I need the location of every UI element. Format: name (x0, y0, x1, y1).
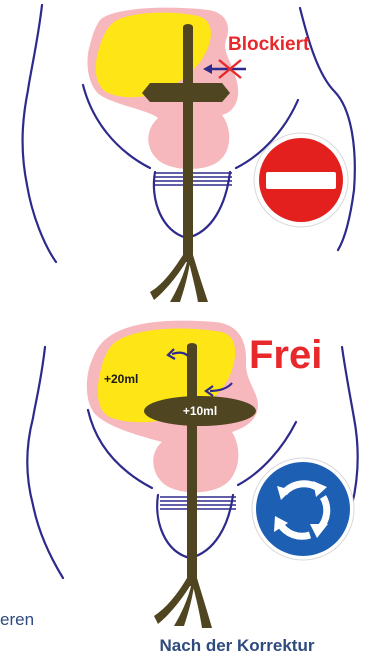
roundabout-sign-icon (252, 458, 354, 560)
bottom-panel: +10ml +20ml Frei Nach der (0, 321, 358, 655)
top-balloon (142, 83, 230, 102)
left-text-fragment: eren (0, 610, 34, 629)
bottom-status-label: Frei (249, 333, 322, 377)
top-panel: Blockiert (23, 5, 355, 302)
no-entry-sign-icon (254, 133, 348, 227)
top-status-label: Blockiert (228, 34, 310, 55)
bottom-balloon-volume: +10ml (183, 404, 217, 418)
caption: Nach der Korrektur (160, 636, 315, 655)
bottom-sphincter (160, 497, 236, 509)
bottom-upper-volume: +20ml (104, 372, 138, 386)
